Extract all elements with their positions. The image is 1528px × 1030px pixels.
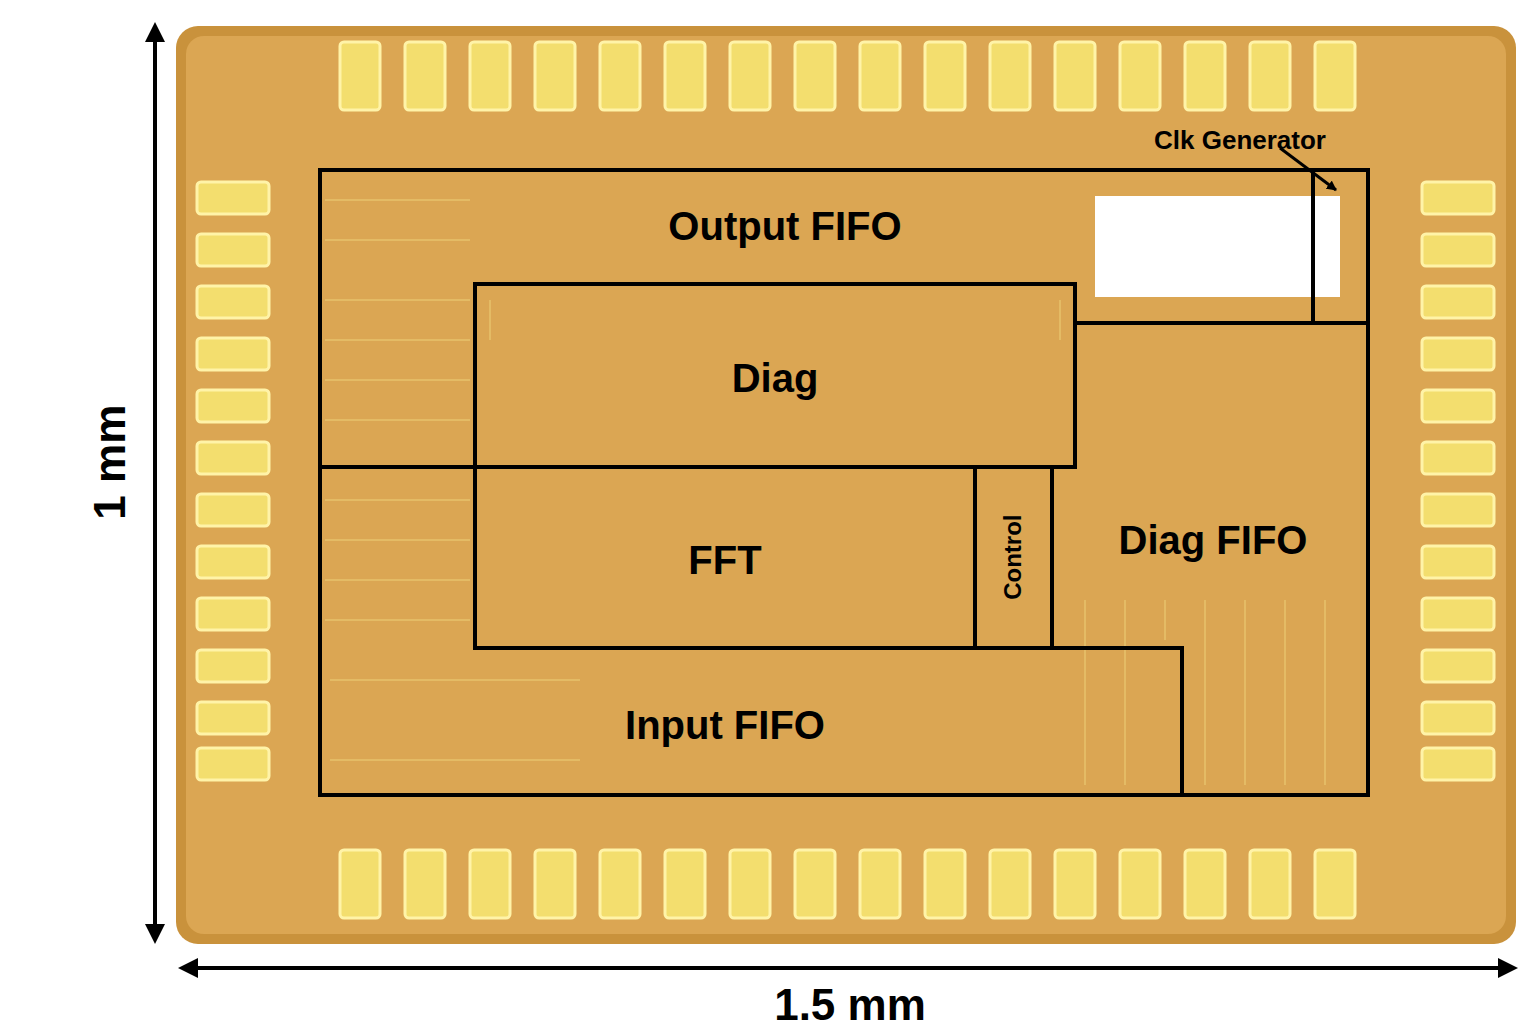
floorplan-block: Control <box>977 469 1050 646</box>
block-label: Input FIFO <box>625 703 825 747</box>
dimension-line <box>188 966 1508 970</box>
floorplan-block: Diag <box>477 340 1073 416</box>
die-body <box>186 36 1506 934</box>
blank-area <box>1095 196 1340 297</box>
bond-pads <box>197 42 1494 918</box>
block-label: Control <box>1000 515 1026 600</box>
block-label: Clk Generator <box>1154 126 1326 155</box>
dimension-label: 1.5 mm <box>774 981 926 1029</box>
block-label: Output FIFO <box>668 204 901 248</box>
dimension-arrowhead <box>145 22 165 42</box>
floorplan-outline <box>320 170 1368 795</box>
floorplan-block: Clk Generator <box>1315 172 1366 321</box>
dimension-arrowhead <box>178 958 198 978</box>
die-edge <box>176 26 1516 944</box>
floorplan-block: Diag FIFO <box>1060 500 1366 580</box>
floorplan-block: Output FIFO <box>480 190 1090 262</box>
floorplan-block: Input FIFO <box>480 690 970 760</box>
floorplan-block: FFT <box>477 520 973 600</box>
dimension-arrowhead <box>145 924 165 944</box>
dimension-line <box>153 32 157 938</box>
dimension-arrowhead <box>1498 958 1518 978</box>
block-label: FFT <box>688 538 761 582</box>
block-label: Diag FIFO <box>1119 518 1308 562</box>
dimension-label: 1 mm <box>86 405 134 520</box>
block-label: Diag <box>732 356 819 400</box>
